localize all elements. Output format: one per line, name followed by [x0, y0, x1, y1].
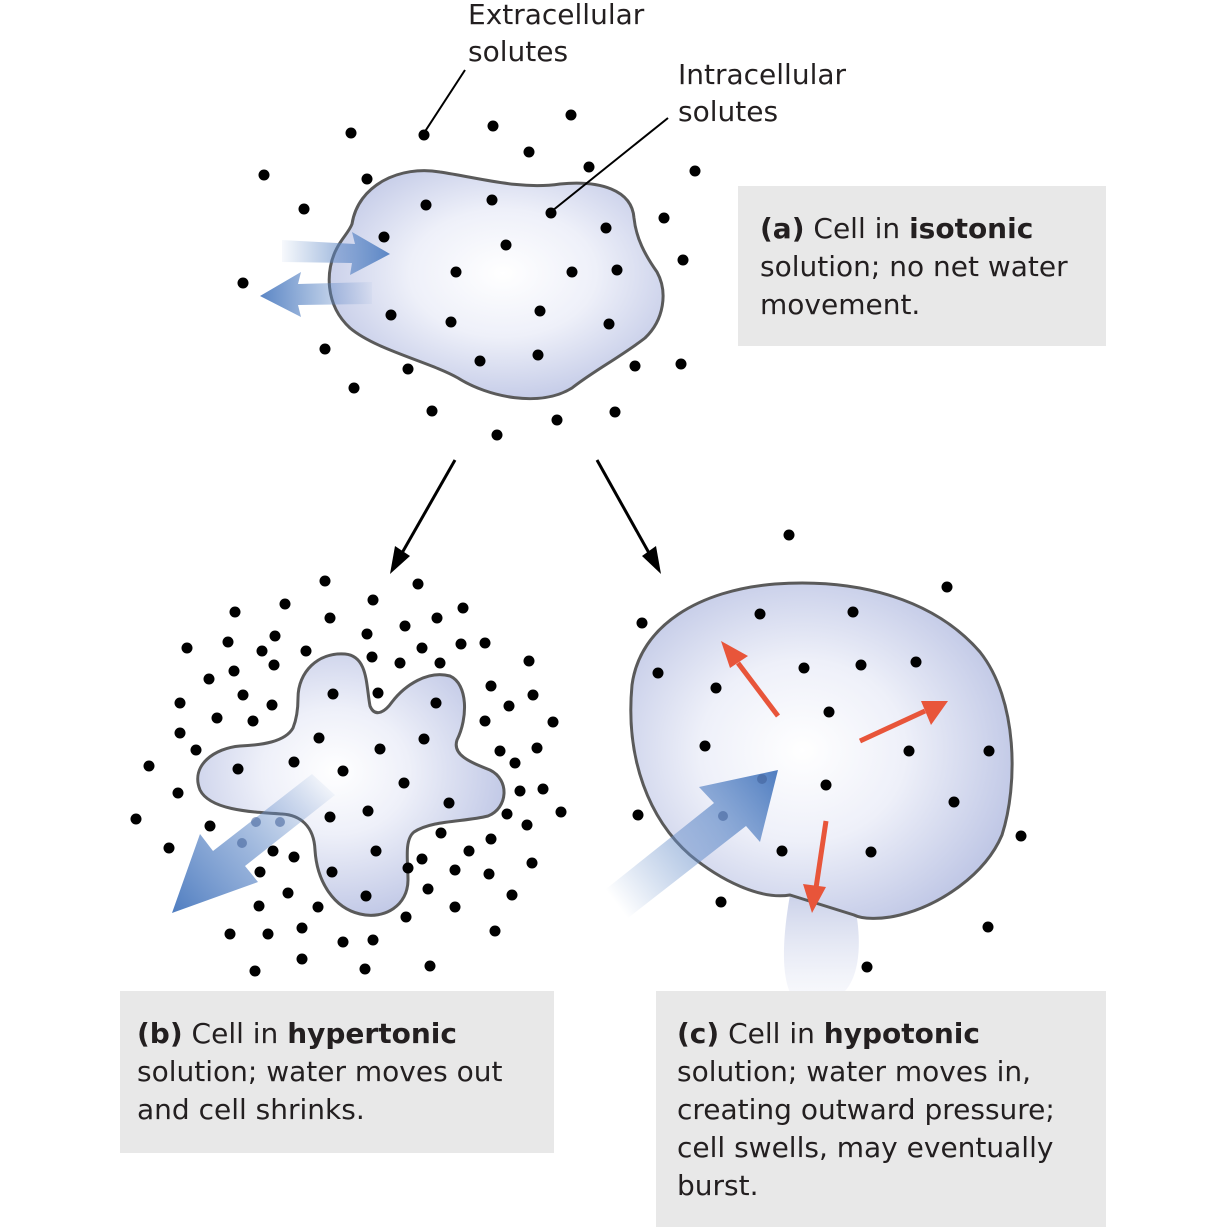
- water-arrow-in-a: [282, 232, 390, 275]
- pressure-arrow-up: [721, 641, 780, 718]
- caption-b-line-3: and cell shrinks.: [137, 1093, 365, 1126]
- caption-b-line-2: solution; water moves out: [137, 1055, 503, 1088]
- intracellular-label-line-1: Intracellular: [678, 58, 847, 91]
- caption-a-pre: Cell in: [804, 212, 910, 245]
- transition-arrow-to-c: [595, 459, 661, 574]
- pressure-arrow-right: [858, 701, 948, 744]
- burst-plume: [783, 895, 859, 1006]
- solute-particles: [130, 109, 1027, 977]
- caption-hypotonic: (c) Cell in hypotonic solution; water mo…: [656, 991, 1106, 1227]
- caption-c-line-1: (c) Cell in hypotonic: [677, 1015, 1106, 1053]
- caption-c-pre: Cell in: [719, 1017, 824, 1050]
- isotonic-cell-membrane: [327, 169, 665, 401]
- caption-c-keyword: hypotonic: [823, 1017, 980, 1050]
- caption-c-line-3: creating outward pressure;: [677, 1093, 1055, 1126]
- caption-a-line-1: (a) Cell in isotonic: [760, 210, 1106, 248]
- extracellular-label-line-1: Extracellular: [468, 0, 645, 31]
- intracellular-label-line-2: solutes: [678, 95, 779, 128]
- caption-b-keyword: hypertonic: [287, 1017, 457, 1050]
- water-arrow-out-a: [260, 272, 372, 317]
- hypertonic-cell-membrane: [196, 652, 506, 917]
- caption-c-letter: (c): [677, 1017, 720, 1050]
- extracellular-label-line-2: solutes: [468, 35, 569, 68]
- extracellular-leader-line: [423, 69, 466, 134]
- pressure-arrow-down: [803, 820, 829, 913]
- dots-under-arrows: [237, 774, 767, 848]
- caption-a-line-3: movement.: [760, 288, 921, 321]
- hypertonic-cell: [196, 652, 506, 917]
- caption-a-letter: (a): [760, 212, 805, 245]
- caption-a-line-2: solution; no net water: [760, 250, 1068, 283]
- intracellular-leader-line: [551, 117, 669, 212]
- extracellular-solutes-label: Extracellular solutes: [468, 0, 644, 70]
- intracellular-solutes-label: Intracellular solutes: [678, 56, 846, 130]
- pressure-arrows: [721, 641, 948, 913]
- caption-hypertonic: (b) Cell in hypertonic solution; water m…: [120, 991, 554, 1153]
- caption-b-pre: Cell in: [182, 1017, 288, 1050]
- isotonic-cell: [327, 169, 665, 401]
- caption-c-line-4: cell swells, may eventually: [677, 1131, 1054, 1164]
- caption-isotonic: (a) Cell in isotonic solution; no net wa…: [738, 186, 1106, 346]
- transition-arrow-to-b: [390, 459, 457, 574]
- water-arrow-out-b: [172, 774, 335, 913]
- caption-c-line-2: solution; water moves in,: [677, 1055, 1032, 1088]
- caption-a-keyword: isotonic: [909, 212, 1034, 245]
- caption-b-letter: (b): [137, 1017, 183, 1050]
- water-arrow-in-c: [596, 770, 778, 918]
- caption-b-line-1: (b) Cell in hypertonic: [137, 1015, 554, 1053]
- caption-c-line-5: burst.: [677, 1169, 759, 1202]
